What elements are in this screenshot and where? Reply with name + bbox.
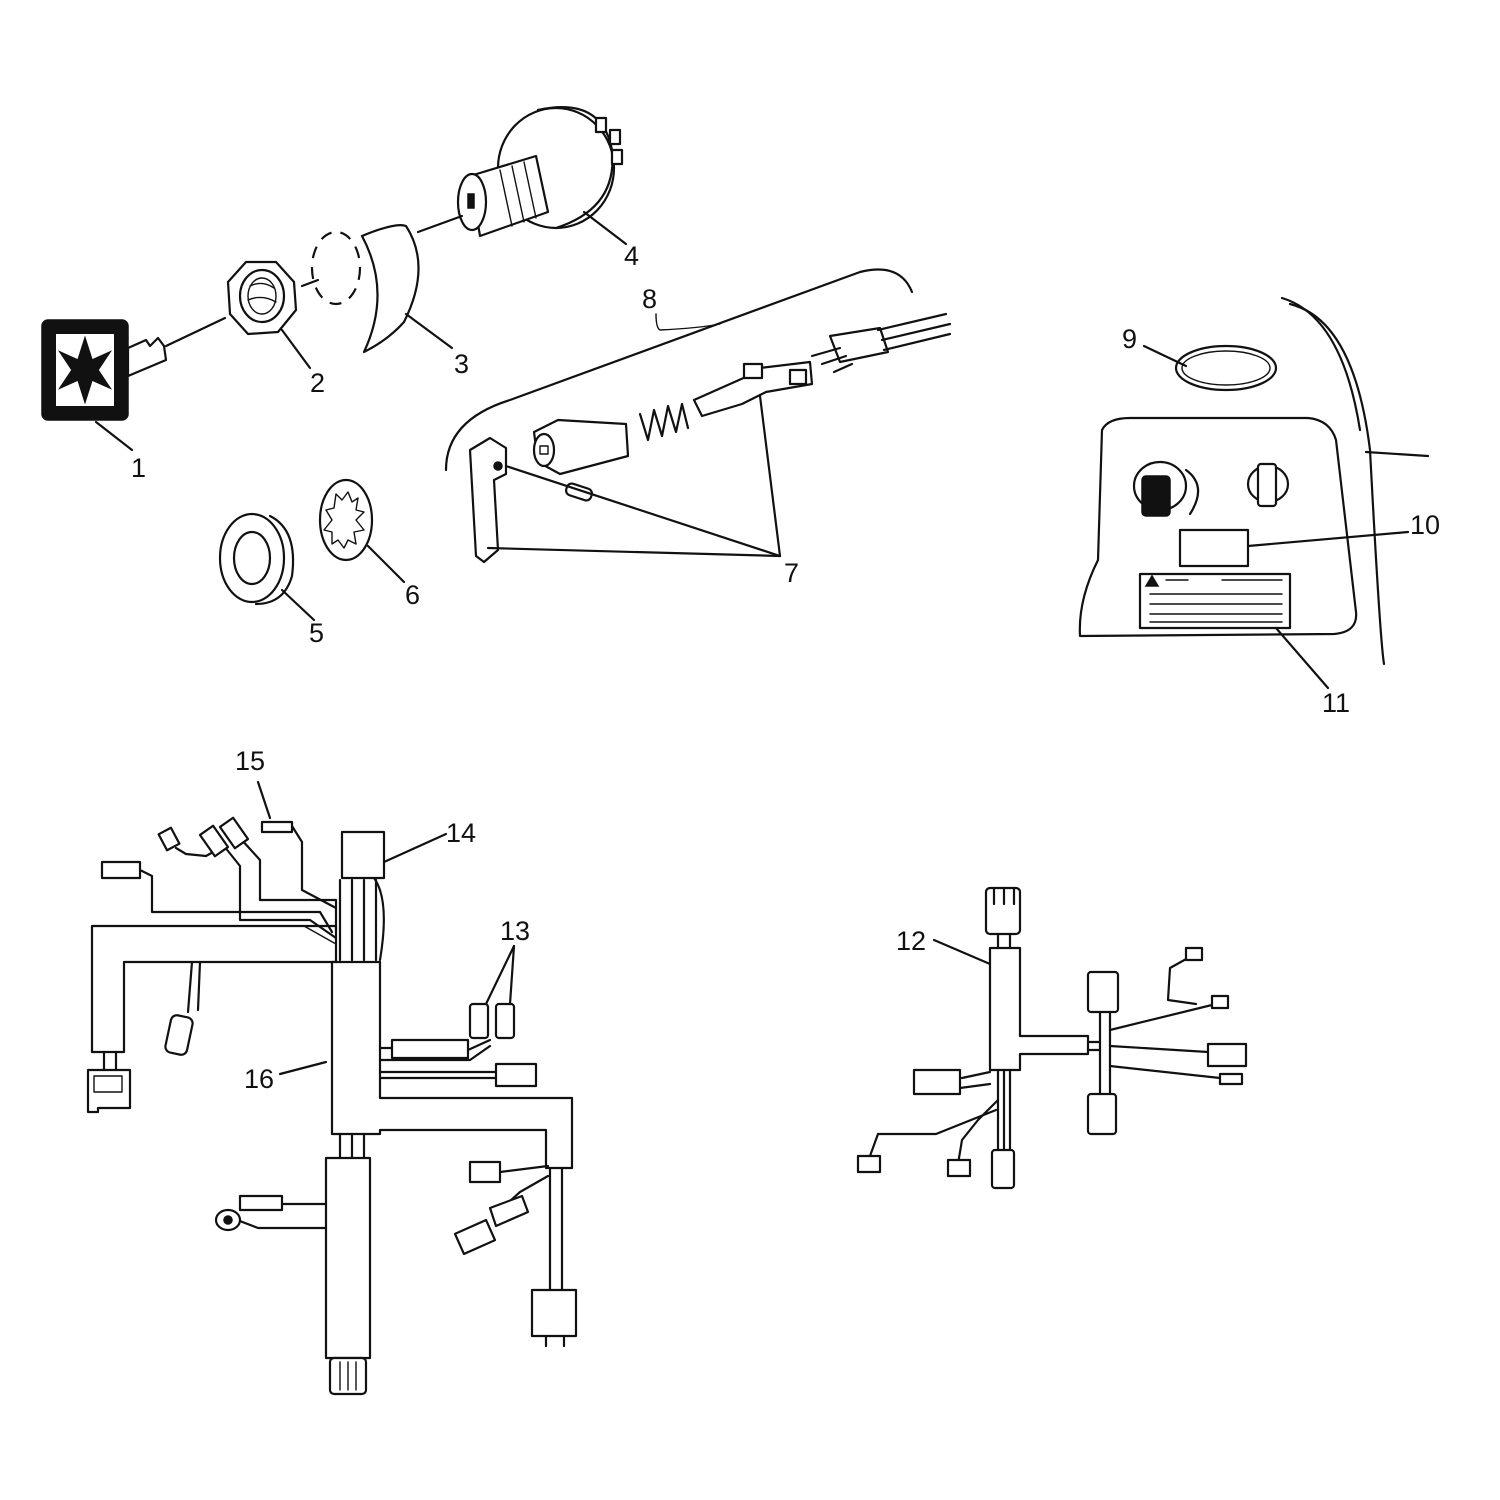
part-11-warning-label: [1138, 572, 1292, 630]
callout-6: 6: [405, 580, 421, 610]
part-10-decal: [1178, 528, 1250, 568]
part-2-hex-nut: [226, 260, 298, 336]
part-9-o-ring: [1174, 344, 1278, 392]
callout-1: 1: [131, 453, 147, 483]
callout-10: 10: [1410, 510, 1441, 540]
callout-5: 5: [309, 618, 325, 648]
part-1-key: [41, 316, 227, 421]
part-3-curved-plate: [360, 224, 420, 354]
callout-11: 11: [1322, 688, 1351, 718]
callout-7: 7: [784, 558, 800, 588]
callout-2: 2: [310, 368, 326, 398]
part-16-main-harness: [86, 816, 578, 1396]
callout-12: 12: [896, 926, 927, 956]
part-5-lock-ring: [218, 512, 295, 606]
console-assembly: [1078, 296, 1430, 666]
callout-9: 9: [1122, 324, 1138, 354]
part-4-ignition-switch: [416, 106, 624, 238]
callout-14: 14: [446, 818, 477, 848]
part-8-throttle-assembly: [444, 268, 952, 564]
callout-15: 15: [235, 746, 266, 776]
callout-16: 16: [244, 1064, 275, 1094]
callout-4: 4: [624, 241, 640, 271]
callout-8: 8: [642, 284, 658, 314]
callout-13: 13: [500, 916, 531, 946]
callout-leaders: [94, 210, 1410, 1076]
dashed-washer-ring: [310, 230, 362, 306]
part-12-engine-harness: [856, 886, 1248, 1190]
callout-3: 3: [454, 349, 470, 379]
part-6-tooth-washer: [318, 478, 374, 562]
